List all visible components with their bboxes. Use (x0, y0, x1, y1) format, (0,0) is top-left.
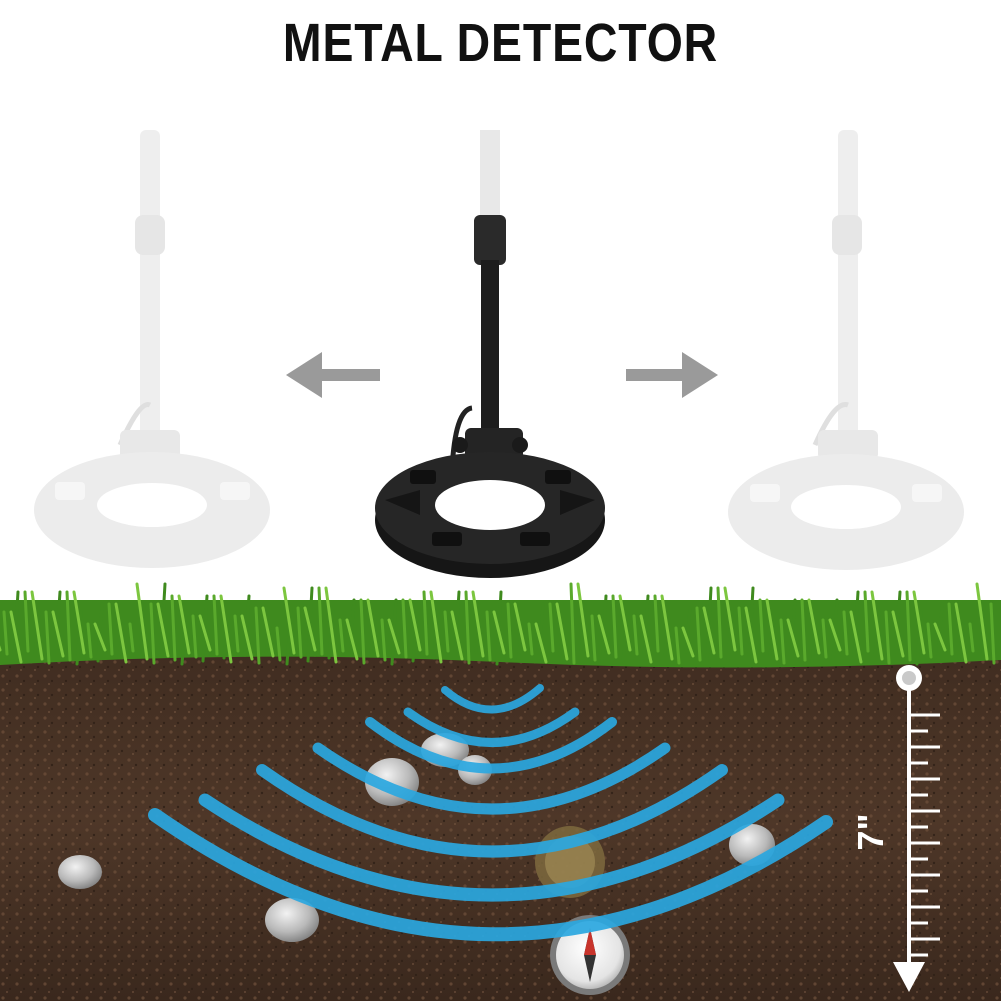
ghost-detector-left (34, 130, 270, 568)
arrow-left-icon (286, 352, 380, 398)
ruler-arrow-down-icon (893, 665, 940, 992)
depth-label: 7" (850, 813, 891, 851)
page-title: METAL DETECTOR (282, 13, 719, 73)
metal-detector (375, 130, 605, 578)
arrow-right-icon (626, 352, 718, 398)
signal-waves (148, 684, 833, 942)
grass-strip (0, 582, 1001, 668)
ghost-detector-right (728, 130, 964, 570)
soil-layer (0, 640, 1001, 1001)
